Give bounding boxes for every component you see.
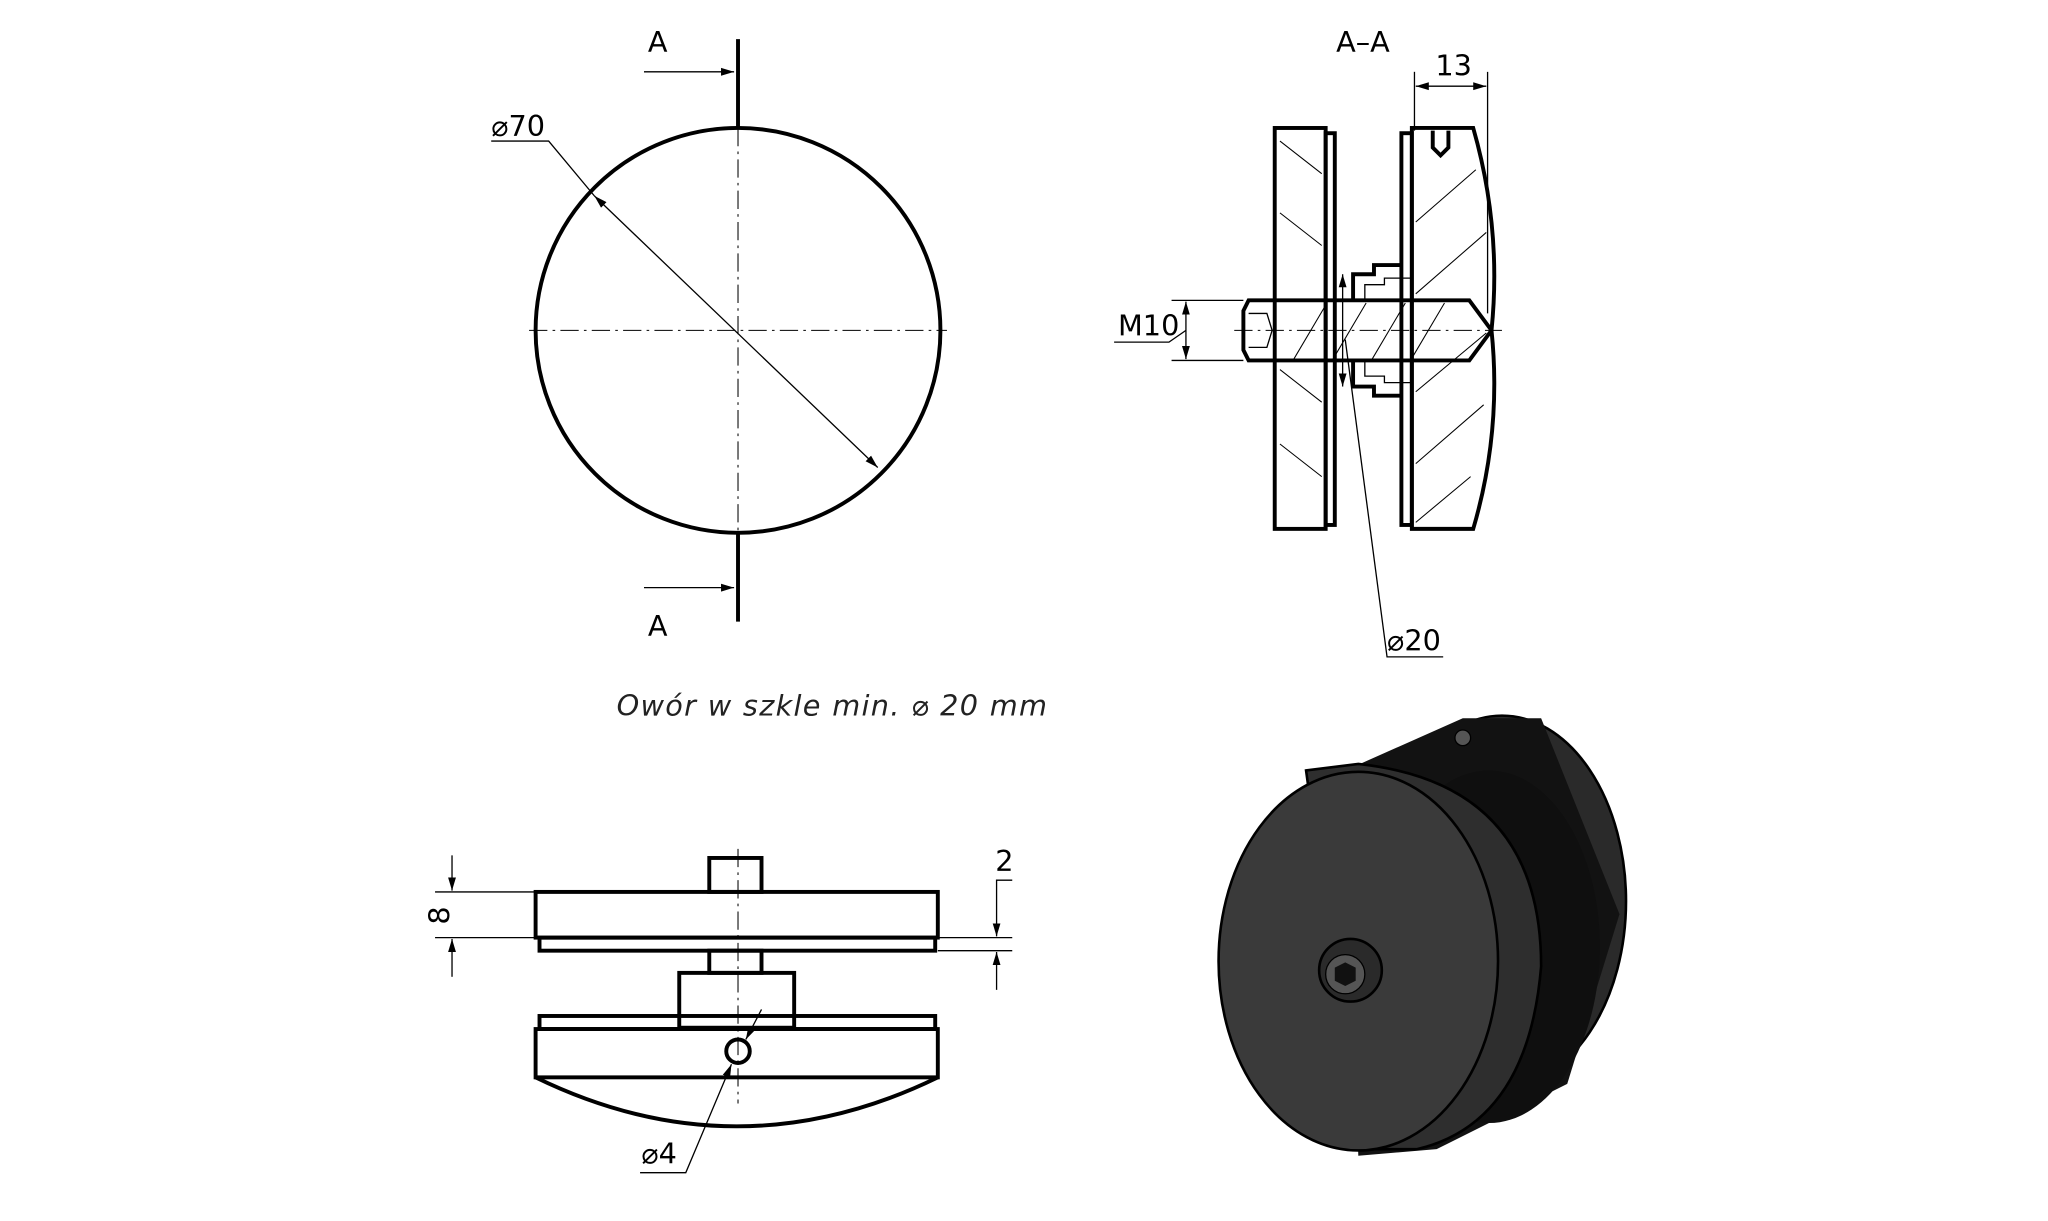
hole-leader <box>640 1064 733 1174</box>
hub <box>677 970 797 1030</box>
front-view: A A ⌀70 <box>491 25 947 643</box>
stud-top <box>707 856 764 894</box>
hex-socket-icon <box>1334 962 1356 986</box>
isometric-render <box>1217 714 1628 1156</box>
hole-diameter-label: ⌀20 <box>1387 623 1441 657</box>
section-marker-top: A <box>648 25 668 59</box>
hole-arrow-top <box>745 1009 763 1040</box>
section-view: A–A M10 <box>1114 25 1502 658</box>
cap-hatching <box>1415 169 1487 523</box>
curved-cap <box>534 1075 939 1129</box>
top-plate <box>533 889 940 940</box>
left-gasket <box>1323 131 1337 527</box>
hub-inner-bottom <box>1364 360 1412 384</box>
bolt-hatching <box>1292 302 1445 361</box>
hub-step-bottom <box>1351 360 1402 398</box>
m10-leader <box>1114 329 1187 343</box>
hub-inner-top <box>1364 277 1412 301</box>
gap-label: 2 <box>995 844 1013 878</box>
section-marker-bottom: A <box>648 609 668 643</box>
side-view: 8 2 ⌀4 <box>422 844 1014 1174</box>
left-plate-hatching <box>1279 140 1323 478</box>
hub-step-top <box>1351 263 1402 301</box>
glass-hole-note: Owór w szkle min. ⌀ 20 mm <box>617 689 1049 723</box>
diameter-leader <box>491 140 595 197</box>
stud-middle <box>707 948 764 975</box>
bolt <box>1241 298 1494 363</box>
left-plate <box>1272 126 1328 531</box>
thickness-label: 8 <box>422 906 456 924</box>
hole-leader <box>1344 339 1444 658</box>
set-screw-hole <box>1430 130 1451 159</box>
bottom-plate <box>533 1027 940 1080</box>
thread-label: M10 <box>1118 309 1179 343</box>
diameter-label: ⌀70 <box>491 109 545 143</box>
set-screw-hole-render <box>1454 729 1472 747</box>
cap-body <box>1409 126 1497 531</box>
gap-arrow-top <box>992 879 1013 937</box>
hole-label: ⌀4 <box>641 1137 677 1171</box>
diameter-dimension-line <box>593 195 879 468</box>
section-title: A–A <box>1336 25 1390 59</box>
width-label: 13 <box>1435 49 1472 83</box>
